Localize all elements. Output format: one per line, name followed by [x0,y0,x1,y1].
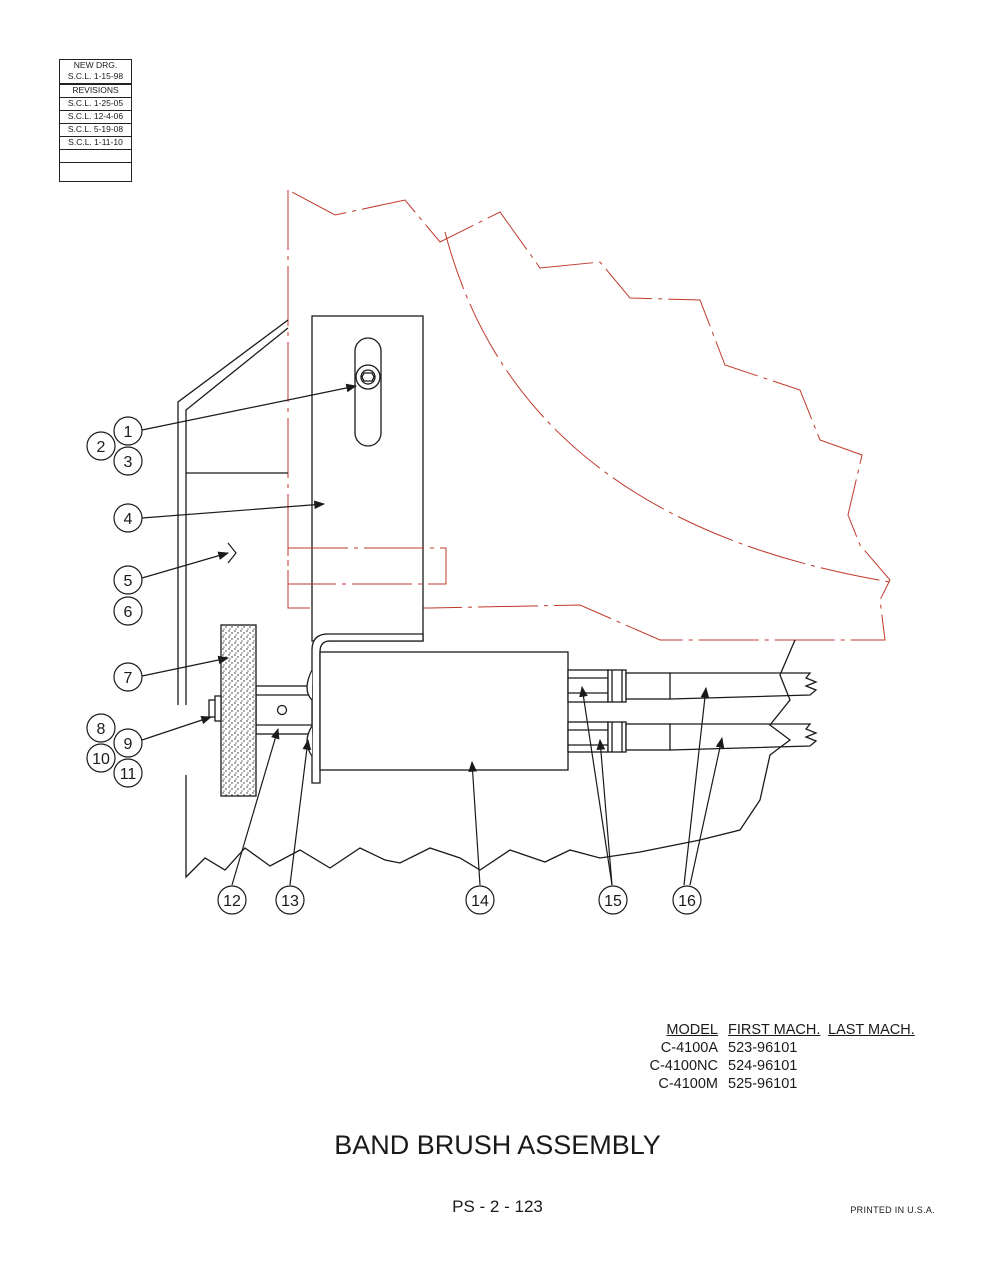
model-name: C-4100M [658,1076,718,1092]
page-number: PS - 2 - 123 [452,1197,543,1216]
callout-13-label: 13 [281,893,299,910]
callout-9-label: 9 [124,736,133,753]
band-brush [220,624,257,797]
band-wheel-phantom [287,189,891,641]
callout-6-label: 6 [124,604,133,621]
model-header: MODEL [666,1022,718,1038]
last-mach-header: LAST MACH. [828,1022,915,1038]
brush-shaft [255,669,313,757]
callout-3-label: 3 [124,454,133,471]
callout-14-label: 14 [471,893,489,910]
callout-7: 7 [113,662,143,692]
callout-12-label: 12 [223,893,241,910]
callout-11: 11 [113,758,143,788]
callout-13: 13 [275,885,305,915]
callout-4-label: 4 [124,511,133,528]
callout-7-label: 7 [124,670,133,687]
model-name: C-4100A [660,1040,718,1056]
last-mach [828,1057,938,1075]
revision-entry: S.C.L. 12-4-06 [60,111,131,124]
new-drawing-cell: NEW DRG. S.C.L. 1-15-98 [60,60,131,85]
first-mach: 525-96101 [728,1076,798,1092]
first-mach: 523-96101 [728,1040,798,1056]
hydraulic-motor [311,633,569,784]
callout-bubbles: 1 2 3 4 5 6 7 8 9 10 11 12 13 14 15 16 [86,416,702,915]
wire-clip [227,542,237,564]
new-drawing-date: S.C.L. 1-15-98 [67,71,124,81]
drawing-title: BAND BRUSH ASSEMBLY [334,1130,661,1160]
callout-4: 4 [113,503,143,533]
callout-8: 8 [86,713,116,743]
callout-2: 2 [86,431,116,461]
last-mach [828,1075,938,1093]
band-phantom [287,547,447,585]
model-table-header: MODEL FIRST MACH. LAST MACH. [630,1021,940,1039]
last-mach [828,1039,938,1057]
hydraulic-hoses [669,672,818,751]
callout-8-label: 8 [97,721,106,738]
model-row: C-4100NC 524-96101 [630,1057,940,1075]
first-mach-header: FIRST MACH. [728,1022,821,1038]
leader-lines [141,383,725,886]
callout-15-label: 15 [604,893,622,910]
hose-fittings [567,669,671,753]
callout-2-label: 2 [97,439,106,456]
revision-empty-row [60,150,131,163]
model-table: MODEL FIRST MACH. LAST MACH. C-4100A 523… [630,1021,940,1093]
revision-block: NEW DRG. S.C.L. 1-15-98 REVISIONS S.C.L.… [59,59,132,182]
callout-14: 14 [465,885,495,915]
first-mach: 524-96101 [728,1058,798,1074]
callout-3: 3 [113,446,143,476]
band-brush-assembly-drawing: 1 2 3 4 5 6 7 8 9 10 11 12 13 14 15 16 [86,189,891,915]
revisions-label: REVISIONS [60,85,131,98]
callout-11-label: 11 [120,766,137,783]
brush-nut-washer [208,695,222,722]
callout-1-label: 1 [124,424,133,441]
callout-9: 9 [113,728,143,758]
new-drawing-label: NEW DRG. [73,60,118,70]
model-name: C-4100NC [649,1058,719,1074]
revision-entry: S.C.L. 5-19-08 [60,124,131,137]
brush-mounting-plate [311,315,424,642]
callout-12: 12 [217,885,247,915]
printed-note: PRINTED IN U.S.A. [850,1205,935,1215]
callout-16-label: 16 [678,893,696,910]
model-row: C-4100M 525-96101 [630,1075,940,1093]
callout-16: 16 [672,885,702,915]
model-row: C-4100A 523-96101 [630,1039,940,1057]
callout-10: 10 [86,743,116,773]
callout-5-label: 5 [124,573,133,590]
revision-entry: S.C.L. 1-11-10 [60,137,131,150]
callout-15: 15 [598,885,628,915]
callout-1: 1 [113,416,143,446]
callout-6: 6 [113,596,143,626]
callout-10-label: 10 [92,751,110,768]
revision-entry: S.C.L. 1-25-05 [60,98,131,111]
callout-5: 5 [113,565,143,595]
